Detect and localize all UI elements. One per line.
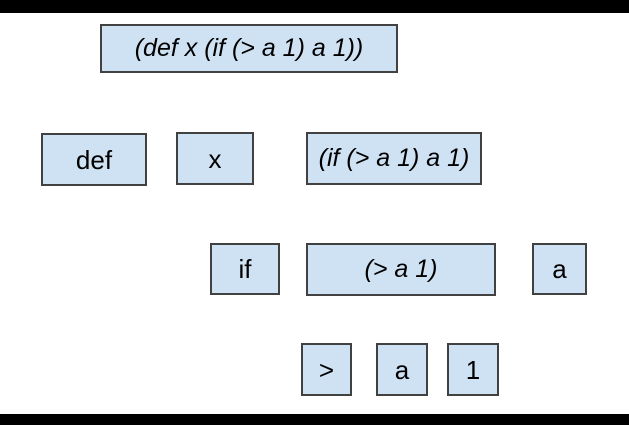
tree-node-operand-a: a <box>376 343 428 396</box>
tree-node-x-symbol: x <box>176 132 254 185</box>
tree-node-operand-1: 1 <box>447 343 499 396</box>
tree-node-root-expression: (def x (if (> a 1) a 1)) <box>100 24 398 73</box>
tree-node-if-keyword: if <box>210 243 280 295</box>
tree-node-def-keyword: def <box>41 133 147 186</box>
tree-node-if-expression: (if (> a 1) a 1) <box>306 132 482 185</box>
tree-node-greater-than-operator: > <box>301 343 352 396</box>
tree-node-then-branch-a: a <box>532 243 587 295</box>
letterbox-top-bar <box>0 0 629 13</box>
tree-node-condition-expression: (> a 1) <box>306 243 496 296</box>
letterbox-bottom-bar <box>0 414 629 425</box>
